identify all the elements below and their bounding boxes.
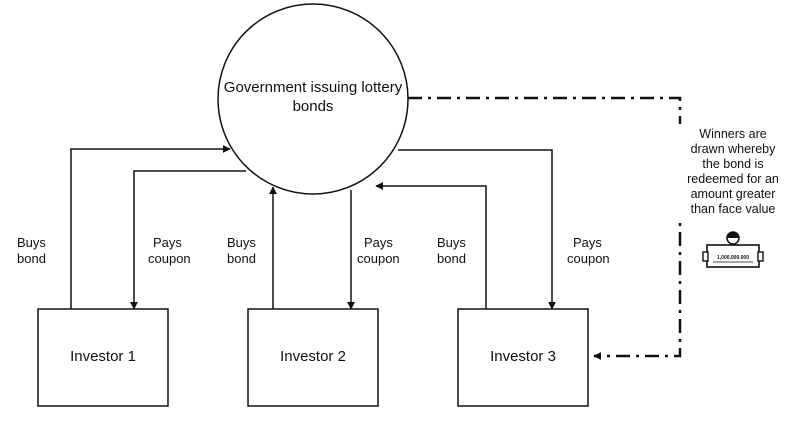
edge-government-pays-coupon-investor3 xyxy=(398,149,556,310)
investor-1-box xyxy=(37,308,169,407)
label-pays-coupon-1-line2: coupon xyxy=(148,251,191,266)
label-buys-bond-3-line2: bond xyxy=(437,251,466,266)
investor-1-node: Investor 1 xyxy=(37,308,169,407)
label-buys-bond-1-line2: bond xyxy=(17,251,46,266)
edge-investor3-buys-bond xyxy=(375,182,487,309)
government-label-line1: Government issuing lottery xyxy=(224,79,403,96)
investor-3-box xyxy=(457,308,589,407)
label-buys-bond-2-line1: Buys xyxy=(227,235,256,250)
label-pays-coupon-2-line1: Pays xyxy=(364,235,393,250)
label-pays-coupon-1-line1: Pays xyxy=(153,235,182,250)
winners-note-line-5: amount greater xyxy=(691,187,776,201)
winners-note-line-3: the bond is xyxy=(702,157,763,171)
label-buys-bond-3-line1: Buys xyxy=(437,235,466,250)
winners-note-line-4: redeemed for an xyxy=(687,172,779,186)
investor-2-node: Investor 2 xyxy=(247,308,379,407)
investor-3-label: Investor 3 xyxy=(490,348,556,365)
investor-2-box xyxy=(247,308,379,407)
winners-note: Winners are drawn whereby the bond is re… xyxy=(672,124,792,220)
label-buys-bond-1-line1: Buys xyxy=(17,235,46,250)
label-buys-bond-2-line2: bond xyxy=(227,251,256,266)
edge-government-pays-coupon-investor1 xyxy=(130,170,246,310)
lottery-winner-cheque-icon: 1,000,000.000 xyxy=(702,231,764,272)
investor-1-label: Investor 1 xyxy=(70,348,136,365)
cheque-amount: 1,000,000.000 xyxy=(717,255,749,261)
winners-note-line-6: than face value xyxy=(691,202,776,216)
label-pays-coupon-2-line2: coupon xyxy=(357,251,400,266)
winners-note-line-2: drawn whereby xyxy=(691,142,777,156)
government-label-line2: bonds xyxy=(293,98,334,115)
label-pays-coupon-3-line2: coupon xyxy=(567,251,610,266)
winners-note-background xyxy=(672,124,792,220)
government-node: Government issuing lottery bonds xyxy=(217,3,409,195)
winners-note-line-1: Winners are xyxy=(699,127,766,141)
investor-2-label: Investor 2 xyxy=(280,348,346,365)
investor-3-node: Investor 3 xyxy=(457,308,589,407)
edge-winners-redemption-path xyxy=(408,96,682,360)
edge-investor1-buys-bond xyxy=(70,145,231,309)
label-pays-coupon-3-line1: Pays xyxy=(573,235,602,250)
